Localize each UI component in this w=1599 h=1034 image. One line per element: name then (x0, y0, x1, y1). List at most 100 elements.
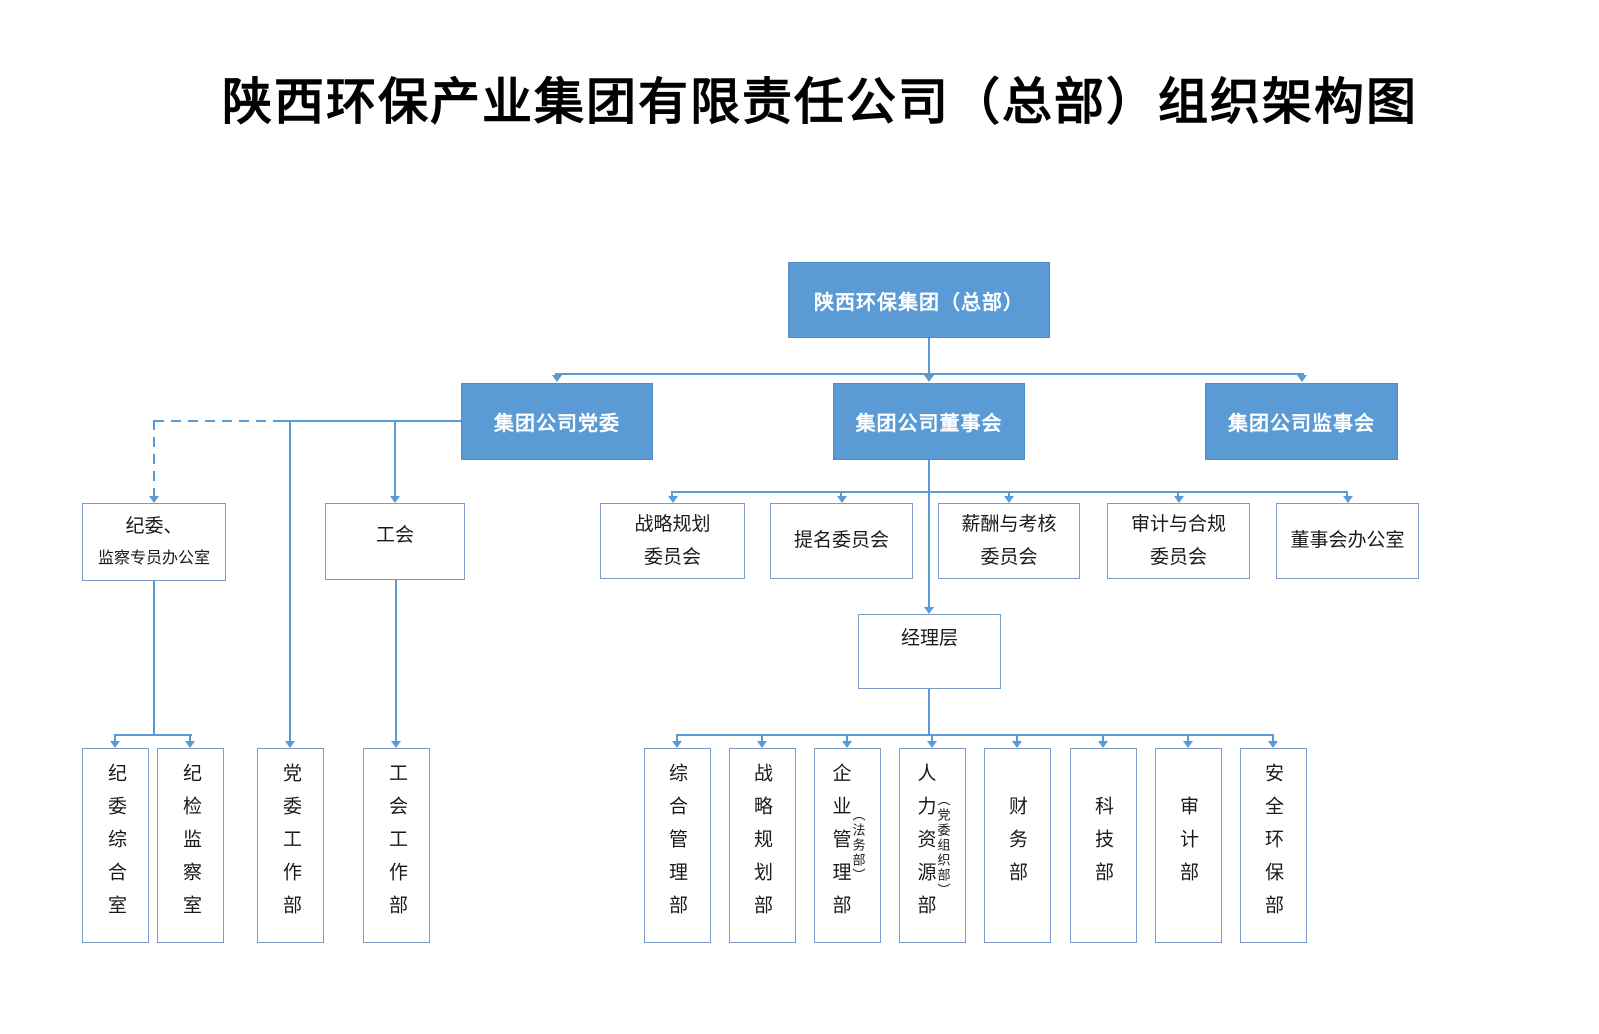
connector-line (1272, 734, 1274, 742)
arrow-down-icon (672, 741, 682, 748)
connector-line (1102, 734, 1104, 742)
arrow-down-icon (185, 741, 195, 748)
node-dept-discipline-supervision-office: 纪检监察室 (157, 748, 224, 943)
connector-line (1177, 491, 1179, 497)
node-group-headquarters: 陕西环保集团（总部） (788, 262, 1050, 338)
arrow-down-icon (285, 741, 295, 748)
node-label: 纪检监察室 (180, 763, 201, 928)
connector-line (676, 734, 1274, 736)
connector-line (273, 420, 461, 422)
connector-line (931, 734, 933, 742)
node-label: 安全环保部 (1262, 763, 1283, 928)
node-dept-discipline-general-office: 纪委综合室 (82, 748, 149, 943)
node-board-office: 董事会办公室 (1276, 503, 1419, 579)
node-label: 薪酬与考核 (961, 513, 1057, 535)
arrow-down-icon (837, 496, 847, 503)
arrow-down-icon (1183, 741, 1193, 748)
arrow-down-icon (1012, 741, 1022, 748)
node-label: 经理层 (900, 627, 958, 649)
arrow-down-icon (1297, 375, 1307, 382)
node-dept-safety-environment: 安全环保部 (1240, 748, 1307, 943)
node-board-of-supervisors: 集团公司监事会 (1205, 383, 1398, 460)
connector-line (761, 734, 763, 742)
node-label: 纪委综合室 (105, 763, 126, 928)
node-dept-general-management: 综合管理部 (644, 748, 711, 943)
connector-line (153, 581, 155, 734)
connector-line (671, 491, 673, 497)
node-dept-enterprise-management: 企业管理部 （法务部） (814, 748, 881, 943)
connector-line (289, 420, 291, 741)
node-strategy-planning-committee: 战略规划 委员会 (600, 503, 745, 579)
connector-line (928, 460, 930, 607)
node-label: 陕西环保集团（总部） (814, 291, 1024, 314)
page-title: 陕西环保产业集团有限责任公司（总部）组织架构图 (222, 74, 1418, 130)
node-sublabel: 监察专员办公室 (97, 549, 210, 567)
connector-line (189, 734, 191, 742)
arrow-down-icon (1268, 741, 1278, 748)
node-label: 集团公司董事会 (855, 413, 1003, 435)
node-dept-science-technology: 科技部 (1070, 748, 1137, 943)
dashed-connector-line (154, 420, 273, 422)
arrow-down-icon (391, 741, 401, 748)
arrow-down-icon (390, 496, 400, 503)
node-label: 党委工作部 (280, 763, 301, 928)
arrow-down-icon (552, 375, 562, 382)
connector-line (114, 734, 116, 742)
connector-line (1187, 734, 1189, 742)
connector-line (114, 734, 192, 736)
node-party-committee: 集团公司党委 (461, 383, 653, 460)
connector-line (395, 580, 397, 741)
arrow-down-icon (1174, 496, 1184, 503)
connector-line (928, 338, 930, 375)
node-label: 委员会 (643, 547, 701, 568)
connector-line (846, 734, 848, 742)
connector-line (1008, 491, 1010, 497)
node-label: 战略规划 (634, 513, 711, 535)
node-label: 审计部 (1177, 796, 1198, 895)
arrow-down-icon (1004, 496, 1014, 503)
node-label: 工会工作部 (386, 763, 407, 928)
connector-line (394, 420, 396, 496)
arrow-down-icon (924, 607, 934, 614)
node-dept-union-work: 工会工作部 (363, 748, 430, 943)
connector-line (1346, 491, 1348, 497)
node-dept-audit: 审计部 (1155, 748, 1222, 943)
node-label: 战略规划部 (751, 763, 772, 928)
node-label: 委员会 (980, 547, 1038, 568)
connector-line (928, 689, 930, 734)
arrow-down-icon (110, 741, 120, 748)
arrow-down-icon (757, 741, 767, 748)
dashed-connector-line (153, 420, 155, 496)
node-board-of-directors: 集团公司董事会 (833, 383, 1025, 460)
connector-line (676, 734, 678, 742)
node-label: 集团公司党委 (494, 413, 620, 435)
arrow-down-icon (927, 741, 937, 748)
node-compensation-assessment-committee: 薪酬与考核 委员会 (938, 503, 1080, 579)
node-label: 财务部 (1006, 796, 1027, 895)
node-label: 董事会办公室 (1290, 530, 1405, 552)
arrow-down-icon (668, 496, 678, 503)
node-dept-human-resources: 人力资源部 （党委组织部） (899, 748, 966, 943)
node-label: 委员会 (1149, 547, 1207, 568)
node-label: 集团公司监事会 (1228, 413, 1375, 435)
node-label: 审计与合规 (1130, 513, 1226, 535)
node-dept-strategy-planning: 战略规划部 (729, 748, 796, 943)
node-label: 提名委员会 (793, 530, 889, 552)
node-audit-compliance-committee: 审计与合规 委员会 (1107, 503, 1250, 579)
node-dept-party-work: 党委工作部 (257, 748, 324, 943)
node-nomination-committee: 提名委员会 (770, 503, 913, 579)
node-sublabel: （法务部） (850, 808, 866, 883)
node-management-layer: 经理层 (858, 614, 1001, 689)
node-sublabel: （党委组织部） (935, 793, 951, 898)
node-label: 人力资源部 (914, 763, 936, 928)
node-dept-finance: 财务部 (984, 748, 1051, 943)
arrow-down-icon (1098, 741, 1108, 748)
connector-line (555, 373, 1304, 375)
connector-line (672, 491, 1348, 493)
node-label: 工会 (375, 524, 414, 546)
arrow-down-icon (1343, 496, 1353, 503)
node-labor-union: 工会 (325, 503, 465, 580)
connector-line (1016, 734, 1018, 742)
node-label: 综合管理部 (666, 763, 687, 928)
